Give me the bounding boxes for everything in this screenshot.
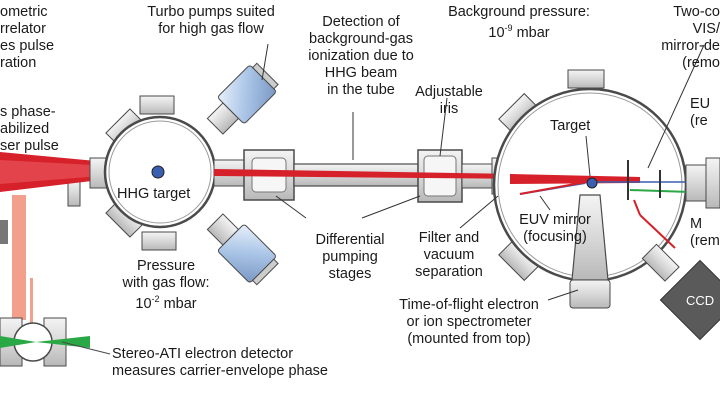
m-right-label: M (rem (690, 216, 720, 249)
phase-stabilized-pulse-label: s phase- abilized ser pulse (0, 104, 59, 154)
leader-lines (261, 43, 705, 301)
right-flanges (641, 157, 720, 282)
stereo-ati-detector (0, 317, 111, 367)
target-label: Target (550, 118, 591, 134)
interferometric-correlator-label: ometric rrelator es pulse ration (0, 4, 55, 71)
left-box (0, 220, 8, 244)
adjustable-iris-label: Adjustable iris (415, 84, 483, 117)
tof-spectrometer-label: Time-of-flight electron or ion spectrome… (399, 297, 539, 347)
turbo-pumps-label: Turbo pumps suited for high gas flow (147, 4, 275, 37)
ccd-label: CCD (686, 293, 715, 308)
turbo-pump-top (206, 62, 279, 135)
euv-mirror-label: EUV mirror (focusing) (519, 212, 591, 245)
filter-vacuum-label: Filter and vacuum separation (415, 230, 483, 280)
pressure-gas-flow-label: Pressure with gas flow: 10-2 mbar (122, 258, 210, 312)
euv-right-label: EU (re (690, 96, 711, 129)
pink-beam-vertical (12, 195, 33, 333)
hhg-target-label: HHG target (117, 186, 191, 202)
hhg-chamber (89, 95, 217, 251)
differential-pumping-label: Differential pumping stages (315, 232, 385, 282)
target-chamber-beams (510, 160, 700, 249)
two-color-label: Two-co VIS/ mirror-de (remo (661, 4, 720, 71)
detection-background-label: Detection of background-gas ionization d… (308, 14, 414, 98)
background-pressure-label: Background pressure: 10-9 mbar (448, 4, 590, 41)
window-flange (67, 179, 81, 207)
turbo-pump-bottom (206, 213, 279, 286)
tof-spectrometer (569, 194, 611, 309)
stereo-ati-label: Stereo-ATI electron detector measures ca… (112, 346, 328, 379)
